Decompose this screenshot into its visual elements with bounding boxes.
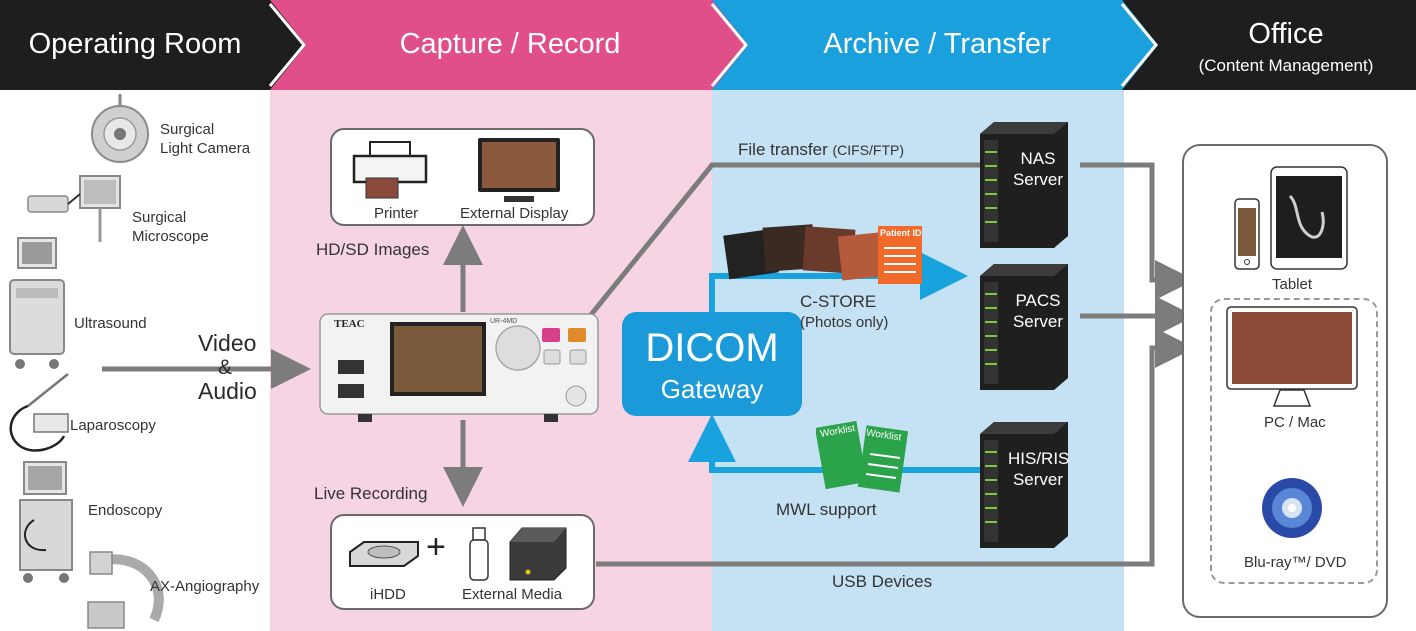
patient-id-document-icon — [878, 226, 922, 284]
external-display-icon — [478, 138, 560, 202]
printer-label: Printer — [374, 205, 419, 222]
surgical-microscope-label: Surgical Microscope — [132, 209, 209, 245]
c-store-label: C-STORE — [800, 292, 877, 311]
stage-archive-bg — [712, 0, 1158, 90]
his-ris-server-label: HIS/RIS Server — [1008, 449, 1070, 489]
pc-mac-label: PC / Mac — [1264, 414, 1326, 431]
stage-office-sub: (Content Management) — [1198, 56, 1374, 75]
plus-sign: + — [426, 528, 446, 566]
endoscopy-label: Endoscopy — [88, 502, 163, 519]
external-media-label: External Media — [462, 586, 563, 603]
stage-banner — [0, 0, 1416, 90]
file-transfer-line — [588, 162, 1000, 318]
video-audio-label-3: Audio — [198, 378, 257, 404]
stage-office: Office — [1248, 18, 1324, 50]
c-store-note: (Photos only) — [800, 314, 889, 331]
endoscopy-icon — [19, 461, 73, 583]
ultrasound-label: Ultrasound — [74, 315, 147, 332]
hd-sd-images-label: HD/SD Images — [316, 240, 430, 259]
mwl-support-label: MWL support — [776, 500, 877, 519]
tablet-label: Tablet — [1272, 276, 1313, 293]
stage-capture-record: Capture / Record — [399, 28, 621, 60]
ihdd-icon — [349, 541, 419, 567]
ax-angiography-label: AX-Angiography — [150, 578, 260, 595]
bluray-dvd-label: Blu-ray™/ DVD — [1244, 554, 1347, 571]
usb-devices-label: USB Devices — [832, 572, 933, 591]
usb-devices-line — [596, 328, 1195, 567]
file-transfer-protocol: (CIFS/FTP) — [832, 142, 905, 158]
pc-group-dashed — [1210, 298, 1378, 584]
file-transfer-label: File transfer (CIFS/FTP) — [738, 140, 904, 160]
dicom-subtitle: Gateway — [660, 374, 764, 404]
surgical-light-camera-icon — [91, 94, 149, 163]
nas-server-icon — [980, 122, 1068, 248]
surgical-light-camera-label: Surgical Light Camera — [160, 121, 251, 157]
device-brand: TEAC — [334, 318, 365, 330]
ultrasound-icon — [9, 237, 65, 369]
nas-to-office-arrow — [1080, 162, 1195, 300]
stage-divider-2 — [710, 3, 748, 87]
patient-id-label: Patient ID — [880, 228, 922, 238]
file-transfer-text: File transfer — [738, 140, 828, 159]
laparoscopy-label: Laparoscopy — [70, 417, 156, 434]
photo-stack-icon — [723, 224, 892, 281]
live-recording-label: Live Recording — [314, 484, 428, 503]
stage-capture-bg — [270, 0, 748, 90]
stage-archive-transfer: Archive / Transfer — [823, 28, 1051, 60]
ihdd-label: iHDD — [370, 586, 406, 603]
stage-divider-3 — [1120, 3, 1158, 87]
bluray-disc-icon — [1262, 478, 1322, 538]
tablet-icon — [1270, 166, 1348, 270]
video-audio-label-2: & — [218, 356, 233, 379]
usb-stick-icon — [469, 527, 489, 581]
dicom-gateway-box — [622, 312, 802, 416]
worklist-documents-icon — [816, 420, 909, 493]
nas-server-label: NAS Server — [1012, 149, 1064, 189]
stage-operating-room: Operating Room — [28, 28, 242, 60]
surgical-microscope-icon — [27, 175, 121, 242]
his-ris-server: HIS/RIS Server — [978, 420, 1070, 550]
pacs-server-label: PACS Server — [1012, 291, 1064, 331]
ax-angiography-icon — [87, 551, 164, 629]
video-audio-label-1: Video — [198, 330, 257, 356]
printer-icon — [352, 141, 428, 199]
external-media-icon — [509, 527, 567, 581]
stage-divider-1 — [268, 3, 306, 87]
his-ris-server-icon — [980, 422, 1068, 548]
pc-monitor-icon — [1226, 306, 1358, 407]
mwl-arrow — [688, 414, 1000, 473]
pacs-server-icon — [980, 264, 1068, 390]
nas-server: NAS Server — [978, 120, 1070, 250]
pacs-server: PACS Server — [978, 262, 1070, 392]
external-display-label: External Display — [460, 205, 569, 222]
device-model: UR-4MD — [490, 318, 518, 325]
dicom-title: DICOM — [645, 326, 779, 370]
medical-recorder-device — [319, 313, 599, 422]
laparoscopy-icon — [9, 373, 69, 452]
smartphone-icon — [1234, 198, 1260, 270]
